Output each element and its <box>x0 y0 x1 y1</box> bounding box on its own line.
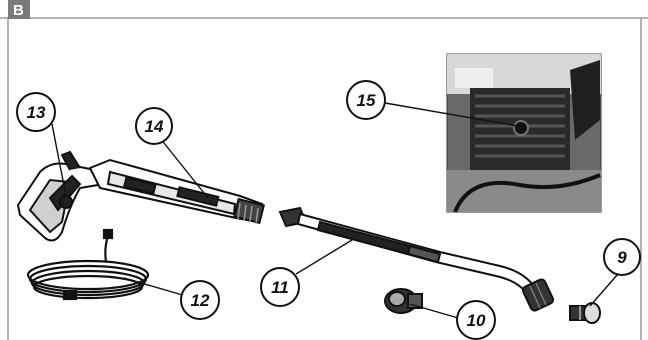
callout-12-label: 12 <box>191 291 210 310</box>
callout-11: 11 <box>260 267 300 307</box>
section-badge: B <box>8 0 30 19</box>
connector-fitting-icon <box>569 302 601 324</box>
pump-motor-photo <box>446 53 602 213</box>
callout-9-label: 9 <box>617 248 627 267</box>
callout-10: 10 <box>456 300 496 340</box>
callout-12: 12 <box>180 280 220 320</box>
leader-15 <box>384 102 519 127</box>
section-label: B <box>13 2 24 19</box>
gun-barrel-icon <box>88 158 266 225</box>
diagram-frame <box>0 17 648 340</box>
nozzle-adapter-icon <box>384 288 423 314</box>
leader-12 <box>123 277 187 297</box>
callout-10-label: 10 <box>467 311 486 330</box>
leader-10 <box>409 303 459 319</box>
callout-14-label: 14 <box>145 117 164 136</box>
callout-13-label: 13 <box>27 103 46 122</box>
leader-13 <box>51 123 67 197</box>
leader-9 <box>589 273 619 307</box>
callout-9: 9 <box>603 238 641 276</box>
leader-lines <box>51 102 619 319</box>
leader-14 <box>159 137 209 199</box>
spray-lance-icon <box>278 206 555 312</box>
callout-15-label: 15 <box>357 91 376 110</box>
hose-coil-icon <box>26 228 150 301</box>
callout-14: 14 <box>135 107 173 145</box>
callout-13: 13 <box>16 92 56 132</box>
leader-11 <box>295 239 353 275</box>
trigger-gun-icon <box>16 150 100 242</box>
callout-11-label: 11 <box>271 278 289 297</box>
callout-15: 15 <box>346 80 386 120</box>
